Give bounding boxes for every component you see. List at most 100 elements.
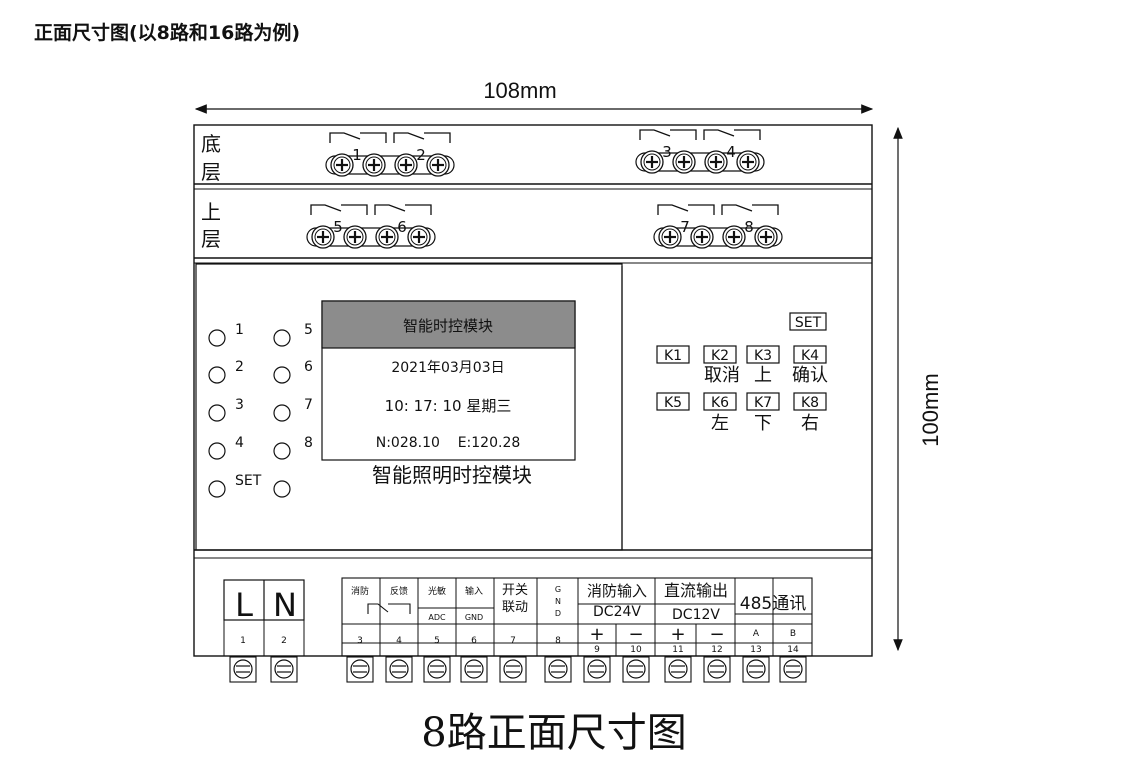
terminal-number: 2 (281, 636, 287, 646)
relay-number: 6 (397, 218, 407, 236)
width-dimension: 108mm (194, 78, 874, 114)
terminal-sign: − (628, 624, 643, 645)
terminal-number: 11 (672, 645, 683, 655)
led-label: 6 (304, 359, 313, 375)
led-indicator (273, 442, 291, 460)
key-label: K1 (664, 348, 682, 364)
key-button (793, 345, 827, 364)
led-label: 3 (235, 397, 244, 413)
signal-terminal-grid (341, 577, 813, 657)
terminal-number: 5 (434, 636, 440, 646)
terminal-sign: + (589, 624, 604, 645)
led-indicator (208, 442, 226, 460)
led-indicator (273, 366, 291, 384)
terminal-sign: A (753, 629, 760, 639)
terminal-number: 9 (594, 645, 600, 655)
terminal-number: 6 (471, 636, 477, 646)
terminal-label: 直流输出 (664, 581, 728, 600)
bottom-layer-label-1: 底 (201, 132, 221, 156)
lcd-screen: 智能时控模块 2021年03月03日 10: 17: 10 星期三 N:028.… (321, 300, 576, 461)
relay-contact-symbol (329, 132, 387, 143)
terminal-label: N (555, 597, 561, 606)
key-function-label: 确认 (792, 365, 828, 386)
terminal-number: 7 (510, 636, 516, 646)
terminal-number: 8 (555, 636, 561, 646)
page-heading: 正面尺寸图(以8路和16路为例) (34, 22, 301, 44)
led-indicator (273, 480, 291, 498)
relay-contact-symbol (657, 204, 715, 215)
relay-contact-symbol (703, 129, 761, 140)
led-label: 4 (235, 435, 244, 451)
terminal-label: 消防输入 (587, 582, 647, 600)
key-button (789, 312, 827, 331)
terminal-number: 4 (396, 636, 402, 646)
key-function-label: 左 (711, 413, 729, 434)
terminal-label: 485通讯 (740, 594, 806, 614)
terminal-label: GND (465, 613, 483, 622)
top-layer-label-1: 上 (201, 200, 221, 224)
led-label: 1 (235, 322, 244, 338)
terminal-sign: − (709, 624, 724, 645)
key-function-label: 上 (754, 365, 772, 386)
module-name: 智能照明时控模块 (372, 463, 532, 487)
key-label: K6 (711, 395, 729, 411)
relay-contact-symbol (639, 129, 697, 140)
terminal-label: 联动 (502, 600, 528, 615)
relay-number: 3 (662, 143, 672, 161)
key-button (746, 392, 780, 411)
relay-number: 8 (744, 218, 754, 236)
key-label: K2 (711, 348, 729, 364)
terminal-number: 1 (240, 636, 246, 646)
terminal-label: DC12V (672, 607, 720, 623)
terminal-label: DC24V (593, 604, 641, 620)
key-function-label: 右 (801, 413, 819, 434)
key-label: K4 (801, 348, 819, 364)
figure-caption: 8路正面尺寸图 (421, 710, 687, 756)
led-label: 7 (304, 397, 313, 413)
terminal-sign: + (670, 624, 685, 645)
terminal-label: ADC (428, 613, 446, 622)
key-button (746, 345, 780, 364)
key-function-label: 下 (754, 413, 772, 434)
key-label: K8 (801, 395, 819, 411)
top-layer-label-2: 层 (201, 227, 221, 251)
led-indicator (273, 329, 291, 347)
terminal-number: 3 (357, 636, 363, 646)
terminal-label: 光敏 (428, 585, 446, 597)
key-label: K5 (664, 395, 682, 411)
key-function-label: 取消 (704, 365, 740, 386)
power-label-l: L (235, 586, 253, 624)
key-button (656, 392, 690, 411)
relay-number: 4 (726, 143, 736, 161)
width-dimension-label: 108mm (483, 78, 556, 103)
relay-contact-symbol (721, 204, 779, 215)
terminal-label: 反馈 (390, 585, 408, 597)
relay-contact-symbol (367, 603, 411, 614)
key-button (703, 345, 737, 364)
relay-number: 7 (680, 218, 690, 236)
bottom-layer-label-2: 层 (201, 160, 221, 184)
led-label: SET (235, 473, 262, 489)
led-indicator (273, 404, 291, 422)
terminal-label: D (555, 609, 561, 618)
relay-contact-symbol (374, 204, 432, 215)
terminal-label: G (555, 585, 561, 594)
relay-number: 1 (352, 146, 362, 164)
led-indicator (208, 329, 226, 347)
led-label: 8 (304, 435, 313, 451)
power-label-n: N (273, 586, 297, 624)
terminal-number: 13 (750, 645, 761, 655)
key-button (793, 392, 827, 411)
led-label: 5 (304, 322, 313, 338)
lcd-title-bar (321, 300, 576, 349)
led-label: 2 (235, 359, 244, 375)
relay-contact-symbol (393, 132, 451, 143)
